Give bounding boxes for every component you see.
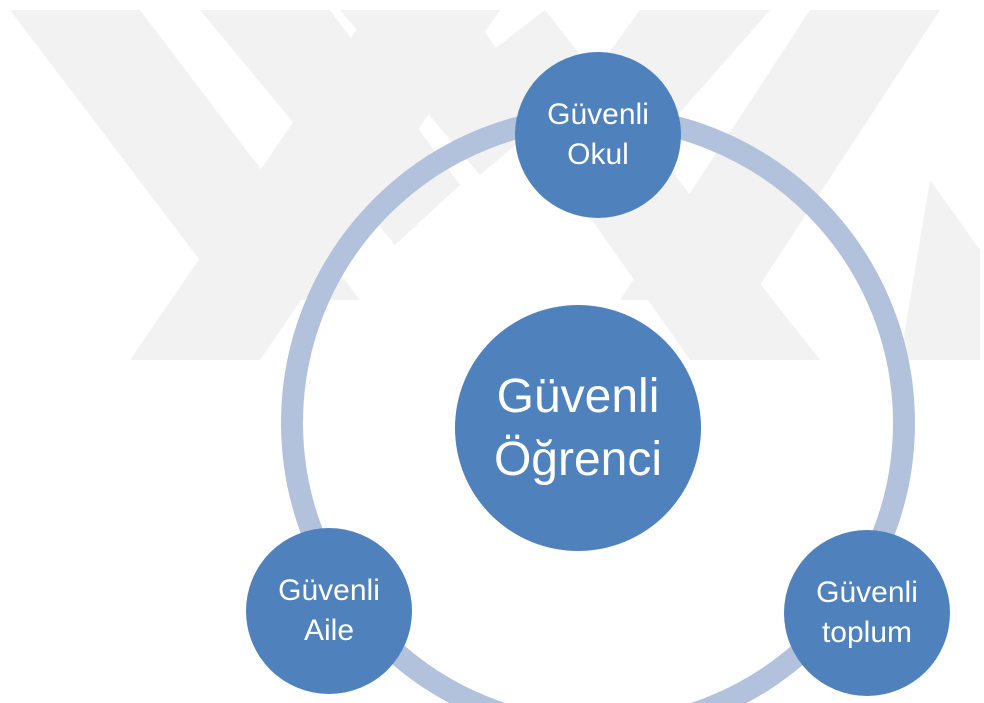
left-node: Güvenli Aile — [246, 528, 412, 694]
center-node-line-1: Güvenli — [496, 369, 660, 423]
right-node: Güvenli toplum — [784, 530, 950, 696]
center-node-label: Güvenli Öğrenci — [494, 365, 662, 492]
center-node-line-2: Öğrenci — [493, 433, 663, 486]
right-node-label: Güvenli toplum — [816, 573, 918, 652]
right-node-line-2: toplum — [821, 616, 913, 649]
top-node-line-1: Güvenli — [547, 98, 649, 132]
watermark-stripe — [900, 180, 980, 360]
watermark-stripe — [130, 10, 500, 360]
center-node: Güvenli Öğrenci — [455, 305, 701, 551]
left-node-line-1: Güvenli — [278, 574, 380, 608]
left-node-line-2: Aile — [303, 614, 355, 647]
top-node-label: Güvenli Okul — [547, 95, 649, 174]
top-node: Güvenli Okul — [515, 52, 681, 218]
top-node-line-2: Okul — [567, 138, 629, 171]
left-node-label: Güvenli Aile — [278, 571, 380, 650]
right-node-line-1: Güvenli — [816, 576, 918, 610]
